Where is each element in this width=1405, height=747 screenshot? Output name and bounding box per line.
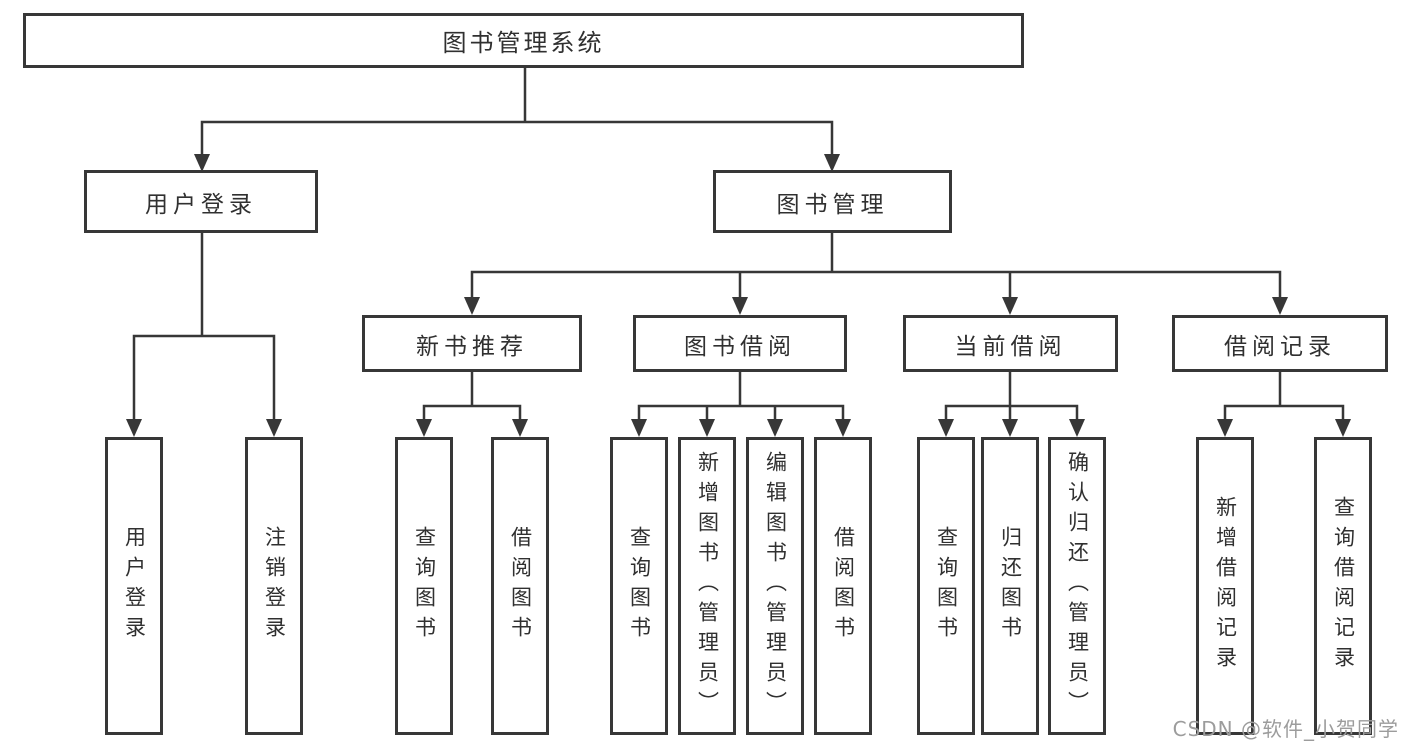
leaf-label: 查询借阅记录 bbox=[1331, 496, 1356, 676]
arrow-heads bbox=[126, 154, 1351, 437]
leaf-current-return-books: 归还图书 bbox=[981, 437, 1039, 735]
leaf-logout: 注销登录 bbox=[245, 437, 303, 735]
leaf-current-query-books: 查询图书 bbox=[917, 437, 975, 735]
leaf-recommend-query-books: 查询图书 bbox=[395, 437, 453, 735]
leaf-borrow-borrow-books: 借阅图书 bbox=[814, 437, 872, 735]
leaf-label: 借阅图书 bbox=[508, 526, 533, 646]
node-book-borrowing: 图书借阅 bbox=[633, 315, 847, 372]
leaf-label: 新增借阅记录 bbox=[1213, 496, 1238, 676]
leaf-label: 新增图书（管理员） bbox=[695, 451, 720, 721]
node-current-borrowing: 当前借阅 bbox=[903, 315, 1118, 372]
leaf-borrow-query-books: 查询图书 bbox=[610, 437, 668, 735]
node-book-management: 图书管理 bbox=[713, 170, 952, 233]
leaf-label: 编辑图书（管理员） bbox=[763, 451, 788, 721]
leaf-borrow-edit-books-admin: 编辑图书（管理员） bbox=[746, 437, 804, 735]
leaf-label: 确认归还（管理员） bbox=[1065, 451, 1090, 721]
leaf-records-query-record: 查询借阅记录 bbox=[1314, 437, 1372, 735]
leaf-user-login: 用户登录 bbox=[105, 437, 163, 735]
node-new-book-recommendation: 新书推荐 bbox=[362, 315, 582, 372]
leaf-label: 用户登录 bbox=[122, 526, 147, 646]
node-root: 图书管理系统 bbox=[23, 13, 1024, 68]
leaf-records-add-record: 新增借阅记录 bbox=[1196, 437, 1254, 735]
leaf-label: 查询图书 bbox=[934, 526, 959, 646]
node-borrowing-records: 借阅记录 bbox=[1172, 315, 1388, 372]
leaf-borrow-add-books-admin: 新增图书（管理员） bbox=[678, 437, 736, 735]
leaf-label: 归还图书 bbox=[998, 526, 1023, 646]
leaf-recommend-borrow-books: 借阅图书 bbox=[491, 437, 549, 735]
leaf-current-confirm-return-admin: 确认归还（管理员） bbox=[1048, 437, 1106, 735]
leaf-label: 借阅图书 bbox=[831, 526, 856, 646]
leaf-label: 查询图书 bbox=[412, 526, 437, 646]
leaf-label: 查询图书 bbox=[627, 526, 652, 646]
node-user-login: 用户登录 bbox=[84, 170, 318, 233]
watermark: CSDN @软件_小贺同学 bbox=[1172, 717, 1399, 741]
leaf-label: 注销登录 bbox=[262, 526, 287, 646]
